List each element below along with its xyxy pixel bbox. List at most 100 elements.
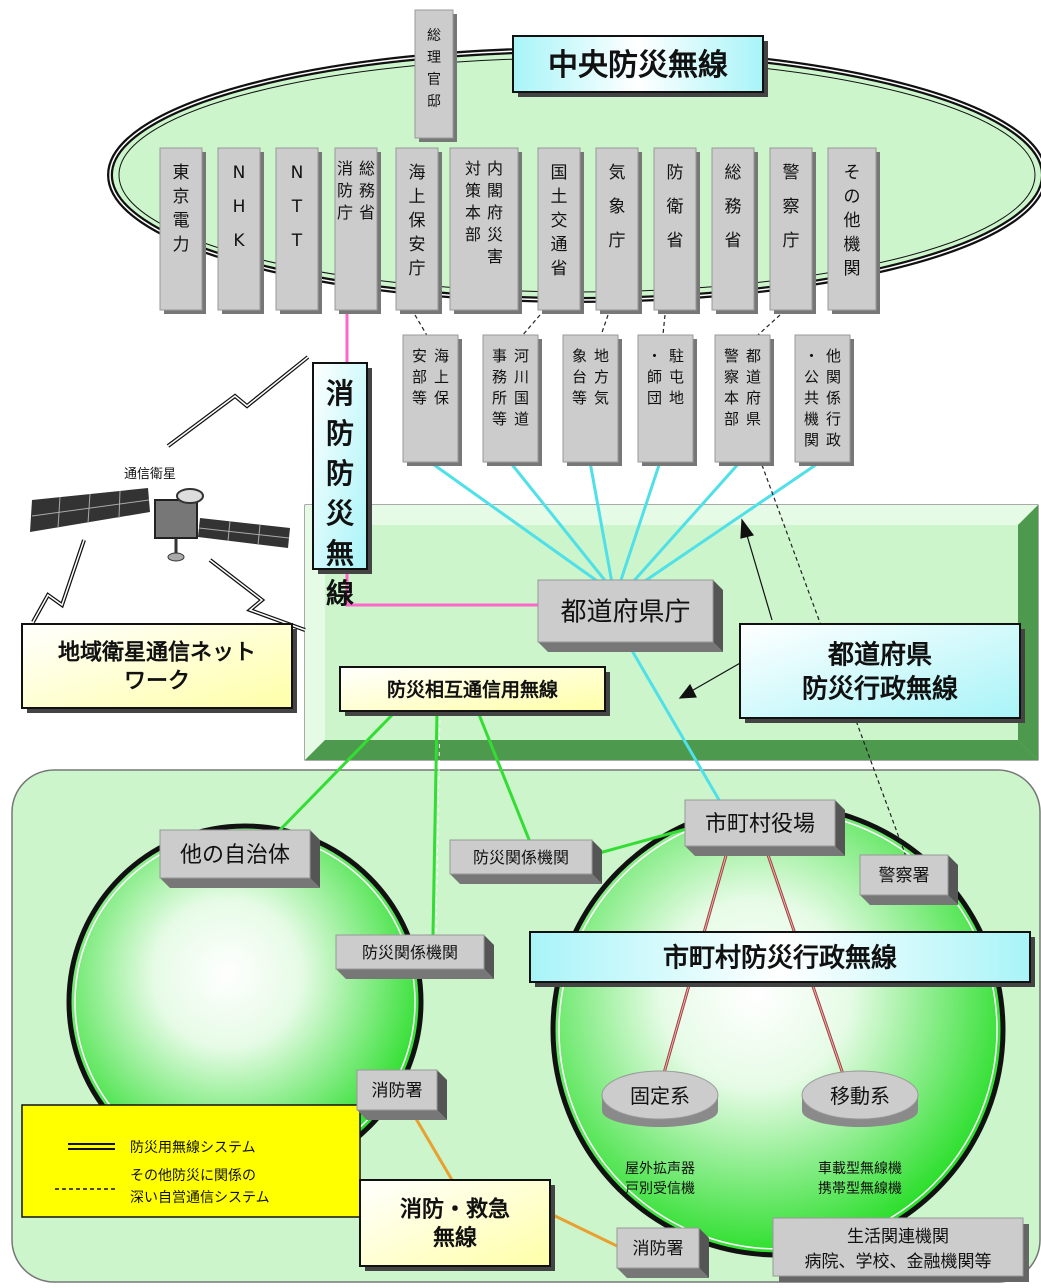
label-char: 国 [551,163,568,183]
label-char: 関 [844,259,861,279]
label-char: 共 [804,389,819,407]
disaster-org-1: 防災関係機関 [449,839,602,884]
vertical-label: 地方気 [594,347,609,407]
label-char: 省 [667,231,684,251]
label-char: ・ [804,347,819,365]
fire-radio-char: 災 [326,497,355,530]
label-char: 道 [514,410,529,428]
label-char: 省 [551,259,568,279]
label-char: N [291,163,304,183]
label-char: 団 [647,389,662,407]
fire-station-left-label: 消防署 [372,1081,423,1101]
label-char: 警 [724,347,739,365]
fire-radio-char: 線 [326,577,354,610]
label-char: 象 [609,197,626,217]
green-links [273,710,691,936]
label-char: 害 [487,247,503,266]
vertical-label: NTT [291,163,304,251]
vertical-label: 駐屯地 [669,347,684,407]
cyan-links [429,460,821,806]
life-desc: 病院、学校、金融機関等 [805,1252,992,1272]
label-char: 他 [844,211,861,231]
label-char: 気 [609,163,626,183]
fire-station-right-label: 消防署 [633,1239,684,1259]
label-char: 部 [412,368,427,386]
label-char: 川 [514,368,529,386]
label-char: 省 [359,203,375,222]
label-char: 防 [667,163,684,183]
vertical-label: 安部等 [412,347,427,407]
fire-radio-char: 消 [326,377,354,410]
label-char: 東 [173,163,190,183]
label-char: 地 [594,347,609,365]
label-char: 本 [724,389,739,407]
label-char: 機 [844,235,861,255]
label-char: 察 [783,197,800,217]
vertical-label: 警察庁 [783,163,800,251]
label-char: 上 [409,187,426,207]
label-char: 庁 [409,259,426,279]
label-char: 部 [465,225,481,244]
label-char: T [291,231,303,251]
label-char: 務 [492,368,507,386]
legend-solid-label: 防災用無線システム [130,1140,256,1156]
label-char: そ [844,163,861,183]
label-char: 保 [434,389,449,407]
fire-radio-char: 無 [326,537,354,570]
emergency-radio-label-label: 無線 [433,1225,477,1251]
label-char: 部 [724,410,739,428]
label-char: 府 [746,389,761,407]
label-char: 道 [746,368,761,386]
label-char: 通 [551,235,568,255]
fixed-desc: 屋外拡声器 [625,1161,695,1177]
label-char: 河 [514,347,529,365]
label-char: 消 [337,159,353,178]
label-char: 土 [551,187,568,207]
prefecture-office: 都道府県庁 [537,579,723,652]
label-char: 海 [434,347,449,365]
disaster-org-2-label: 防災関係機関 [362,943,458,962]
label-char: 警 [783,163,800,183]
label-char: 衛 [667,197,684,217]
label-char: 海 [409,163,426,183]
label-char: 官 [427,72,441,88]
label-char: 総 [359,159,375,178]
orange-links [410,1111,618,1248]
label-char: 関 [826,368,841,386]
label-char: 気 [594,389,609,407]
municipal-office: 市町村役場 [684,799,845,856]
satellite-icon [30,488,290,562]
fixed-system-disc-label: 固定系 [630,1084,690,1108]
label-char: 電 [173,211,190,231]
agency-pillar-1: NHK [217,147,264,314]
label-char: 力 [173,235,190,255]
local-agency-3: 駐屯地・師団 [637,334,697,466]
satellite-label: 通信衛星 [124,467,176,482]
emergency-radio-label-label: 消防・救急 [400,1197,510,1223]
label-char: 対 [465,159,481,178]
vertical-label: 象台等 [572,347,587,407]
label-char: 邸 [427,94,441,110]
mobile-desc: 携帯型無線機 [818,1181,902,1197]
label-char: 屯 [669,368,684,386]
other-local-gov: 他の自治体 [159,829,320,888]
label-char: 安 [409,235,426,255]
